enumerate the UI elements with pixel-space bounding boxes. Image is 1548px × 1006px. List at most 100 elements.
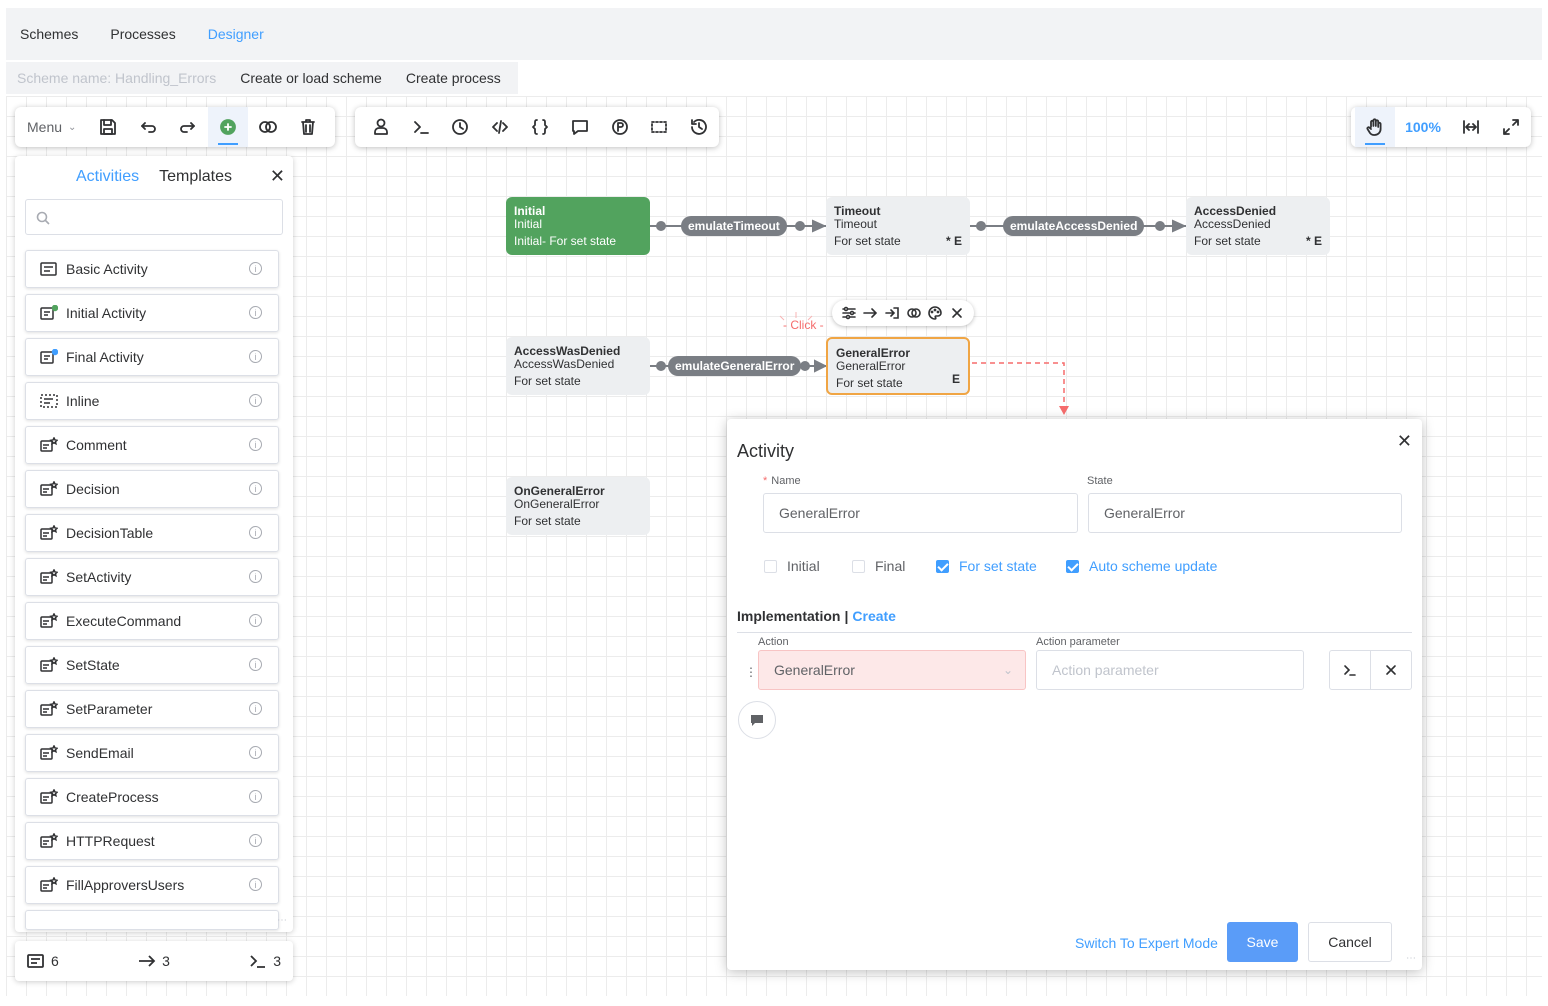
braces-icon[interactable] bbox=[520, 107, 560, 147]
activity-label: CreateProcess bbox=[66, 789, 159, 805]
cancel-button[interactable]: Cancel bbox=[1308, 922, 1392, 962]
info-icon[interactable]: i bbox=[249, 790, 262, 803]
arrow-right-icon[interactable] bbox=[863, 306, 878, 320]
info-icon[interactable]: i bbox=[249, 262, 262, 275]
fullscreen-icon[interactable] bbox=[1491, 107, 1531, 147]
node-state: Timeout bbox=[834, 217, 877, 231]
node-note: For set state bbox=[1194, 234, 1261, 248]
node-initial[interactable]: Initial Initial Initial- For set state bbox=[506, 197, 650, 255]
info-icon[interactable]: i bbox=[249, 306, 262, 319]
state-field[interactable]: GeneralError bbox=[1088, 493, 1402, 533]
transition-emulate-access-denied[interactable]: emulateAccessDenied bbox=[1003, 216, 1145, 236]
parameter-icon[interactable] bbox=[600, 107, 640, 147]
transitions-counter: 3 bbox=[138, 953, 170, 969]
activity-label: SetActivity bbox=[66, 569, 132, 585]
checkbox-initial[interactable]: Initial bbox=[764, 558, 820, 574]
tab-processes[interactable]: Processes bbox=[110, 26, 176, 42]
checkbox-for-set-state[interactable]: For set state bbox=[936, 558, 1037, 574]
create-process-link[interactable]: Create process bbox=[405, 70, 501, 86]
info-icon[interactable]: i bbox=[249, 394, 262, 407]
resize-handle-icon[interactable]: ⋯ bbox=[277, 915, 287, 926]
redo-icon[interactable] bbox=[168, 107, 208, 147]
activity-set-activity[interactable]: SetActivity i bbox=[25, 558, 279, 596]
checkbox-final[interactable]: Final bbox=[852, 558, 905, 574]
info-icon[interactable]: i bbox=[249, 746, 262, 759]
remove-action-button[interactable] bbox=[1370, 650, 1412, 690]
add-comment-button[interactable] bbox=[738, 701, 776, 739]
info-icon[interactable]: i bbox=[249, 834, 262, 847]
info-icon[interactable]: i bbox=[249, 614, 262, 627]
create-link[interactable]: Create bbox=[852, 608, 896, 624]
close-icon[interactable] bbox=[950, 306, 964, 320]
command-icon[interactable] bbox=[401, 107, 441, 147]
node-general-error[interactable]: GeneralError GeneralError For set state … bbox=[826, 337, 970, 395]
transition-emulate-general-error[interactable]: emulateGeneralError bbox=[668, 356, 802, 376]
tab-schemes[interactable]: Schemes bbox=[20, 26, 79, 42]
action-select[interactable]: GeneralError ⌄ bbox=[758, 650, 1026, 690]
code-editor-button[interactable] bbox=[1329, 650, 1371, 690]
timer-icon[interactable] bbox=[441, 107, 481, 147]
info-icon[interactable]: i bbox=[249, 878, 262, 891]
info-icon[interactable]: i bbox=[249, 526, 262, 539]
save-icon[interactable] bbox=[88, 107, 128, 147]
code-icon[interactable] bbox=[480, 107, 520, 147]
transition-emulate-timeout[interactable]: emulateTimeout bbox=[681, 216, 787, 236]
save-button[interactable]: Save bbox=[1227, 922, 1298, 962]
selection-icon[interactable] bbox=[639, 107, 679, 147]
undo-icon[interactable] bbox=[128, 107, 168, 147]
node-on-general-error[interactable]: OnGeneralError OnGeneralError For set st… bbox=[506, 477, 650, 535]
info-icon[interactable]: i bbox=[249, 482, 262, 495]
info-icon[interactable]: i bbox=[249, 702, 262, 715]
switch-expert-mode-link[interactable]: Switch To Expert Mode bbox=[1075, 935, 1218, 951]
info-icon[interactable]: i bbox=[249, 570, 262, 583]
hand-pan-icon[interactable] bbox=[1355, 107, 1395, 147]
create-load-scheme-link[interactable]: Create or load scheme bbox=[240, 70, 382, 86]
activity-partial[interactable] bbox=[25, 910, 279, 930]
node-access-was-denied[interactable]: AccessWasDenied AccessWasDenied For set … bbox=[506, 337, 650, 395]
activity-create-process[interactable]: CreateProcess i bbox=[25, 778, 279, 816]
history-icon[interactable] bbox=[679, 107, 719, 147]
add-activity-icon[interactable] bbox=[208, 107, 249, 147]
resize-handle-icon[interactable]: ⋯ bbox=[1406, 953, 1416, 964]
tab-activities[interactable]: Activities bbox=[75, 168, 140, 185]
name-field[interactable]: GeneralError bbox=[763, 493, 1078, 533]
close-icon[interactable]: ✕ bbox=[1396, 431, 1412, 451]
node-timeout[interactable]: Timeout Timeout For set state * E bbox=[826, 197, 970, 255]
info-icon[interactable]: i bbox=[249, 438, 262, 451]
tab-designer[interactable]: Designer bbox=[207, 26, 264, 42]
actor-icon[interactable] bbox=[361, 107, 401, 147]
toggle-icon[interactable] bbox=[906, 306, 921, 320]
info-icon[interactable]: i bbox=[249, 658, 262, 671]
login-icon[interactable] bbox=[885, 306, 899, 320]
search-input[interactable] bbox=[25, 199, 283, 235]
info-icon[interactable]: i bbox=[249, 350, 262, 363]
settings-sliders-icon[interactable] bbox=[842, 306, 856, 320]
palette-icon[interactable] bbox=[928, 306, 943, 320]
node-access-denied[interactable]: AccessDenied AccessDenied For set state … bbox=[1186, 197, 1330, 255]
tab-templates[interactable]: Templates bbox=[159, 168, 233, 185]
comment-icon[interactable] bbox=[560, 107, 600, 147]
checkbox-auto-scheme-update[interactable]: Auto scheme update bbox=[1066, 558, 1217, 574]
action-parameter-input[interactable]: Action parameter bbox=[1036, 650, 1304, 690]
menu-dropdown[interactable]: Menu ⌄ bbox=[27, 119, 76, 135]
close-icon[interactable]: ✕ bbox=[269, 166, 285, 186]
delete-icon[interactable] bbox=[288, 107, 328, 147]
zoom-level[interactable]: 100% bbox=[1405, 119, 1441, 135]
checkbox-label: For set state bbox=[959, 558, 1037, 574]
node-name: GeneralError bbox=[836, 346, 911, 360]
toggle-icon[interactable] bbox=[248, 107, 288, 147]
fit-width-icon[interactable] bbox=[1451, 107, 1491, 147]
